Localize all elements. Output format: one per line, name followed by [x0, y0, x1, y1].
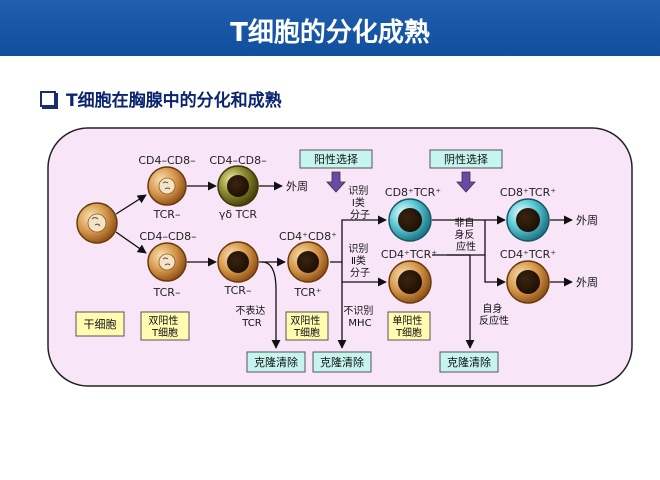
double-positive-box-2	[285, 311, 329, 341]
periphery-label-1: 外周	[286, 180, 308, 193]
clonal-deletion-label-3: 克隆清除	[447, 355, 491, 369]
cd8-sp-label: CD8⁺TCR⁺	[385, 186, 441, 199]
dp-label: CD4⁺CD8⁺	[279, 230, 337, 243]
periphery-label-3: 外周	[576, 276, 598, 289]
non-self-reactive-label: 非自 身反 应性	[454, 216, 477, 253]
positive-selection-arrow-icon	[326, 171, 346, 193]
clonal-deletion-box-3	[439, 351, 499, 373]
pathway-arrows	[115, 181, 573, 349]
checkbox-bullet-icon	[40, 90, 56, 107]
clonal-deletion-box-1	[246, 351, 306, 373]
page-title: T细胞的分化成熟	[230, 18, 430, 48]
clonal-deletion-label-2: 克隆清除	[320, 355, 364, 369]
stem-cell-box	[75, 311, 125, 337]
double-positive-box-2-label: 双阳性 T细胞	[290, 314, 323, 339]
tcr-plus-label: TCR⁺	[293, 286, 321, 299]
single-positive-box	[387, 311, 431, 341]
stem-cell-nucleus	[87, 213, 107, 233]
gd-tcr-label: γδ TCR	[219, 208, 257, 221]
tcr-minus-label-2: TCR–	[153, 286, 181, 299]
negative-selection-label: 阴性选择	[444, 152, 488, 166]
negative-selection-box	[429, 149, 503, 169]
double-positive-box	[140, 311, 190, 341]
clonal-deletion-box-2	[312, 351, 372, 373]
cd4-sp-label: CD4⁺TCR⁺	[381, 248, 437, 261]
cd8-mature-label: CD8⁺TCR⁺	[500, 186, 556, 199]
periphery-label-2: 外周	[576, 214, 598, 227]
dn-mid-label: CD4–CD8–	[139, 230, 196, 243]
tcr-minus-label-3: TCR–	[224, 284, 252, 297]
self-reactive-label: 自身 反应性	[479, 302, 509, 327]
cd4-mature-label: CD4⁺TCR⁺	[500, 248, 556, 261]
recognize-class2-label: 识别 Ⅱ类 分子	[348, 243, 371, 279]
not-recognize-mhc-label: 不识别 MHC	[343, 305, 376, 329]
tcr-minus-label-1: TCR–	[153, 208, 181, 221]
clonal-deletion-label-1: 克隆清除	[254, 355, 298, 369]
positive-selection-box	[299, 149, 373, 169]
recognize-class1-label: 识别 Ⅰ类 分子	[348, 185, 371, 221]
subtitle-row: T细胞在胸腺中的分化和成熟	[40, 86, 282, 111]
dn-top-label: CD4–CD8–	[138, 154, 195, 167]
not-express-tcr-label: 不表达 TCR	[235, 304, 268, 329]
double-positive-box-label: 双阳性 T细胞	[148, 314, 181, 339]
gd-top-label: CD4–CD8–	[209, 154, 266, 167]
single-positive-box-label: 单阳性 T细胞	[392, 314, 425, 339]
stem-cell-box-label: 干细胞	[84, 318, 117, 331]
title-banner	[0, 0, 660, 56]
positive-selection-label: 阳性选择	[314, 152, 358, 166]
section-subtitle: T细胞在胸腺中的分化和成熟	[66, 91, 282, 111]
negative-selection-arrow-icon	[456, 171, 476, 193]
diagram-panel	[47, 127, 633, 387]
